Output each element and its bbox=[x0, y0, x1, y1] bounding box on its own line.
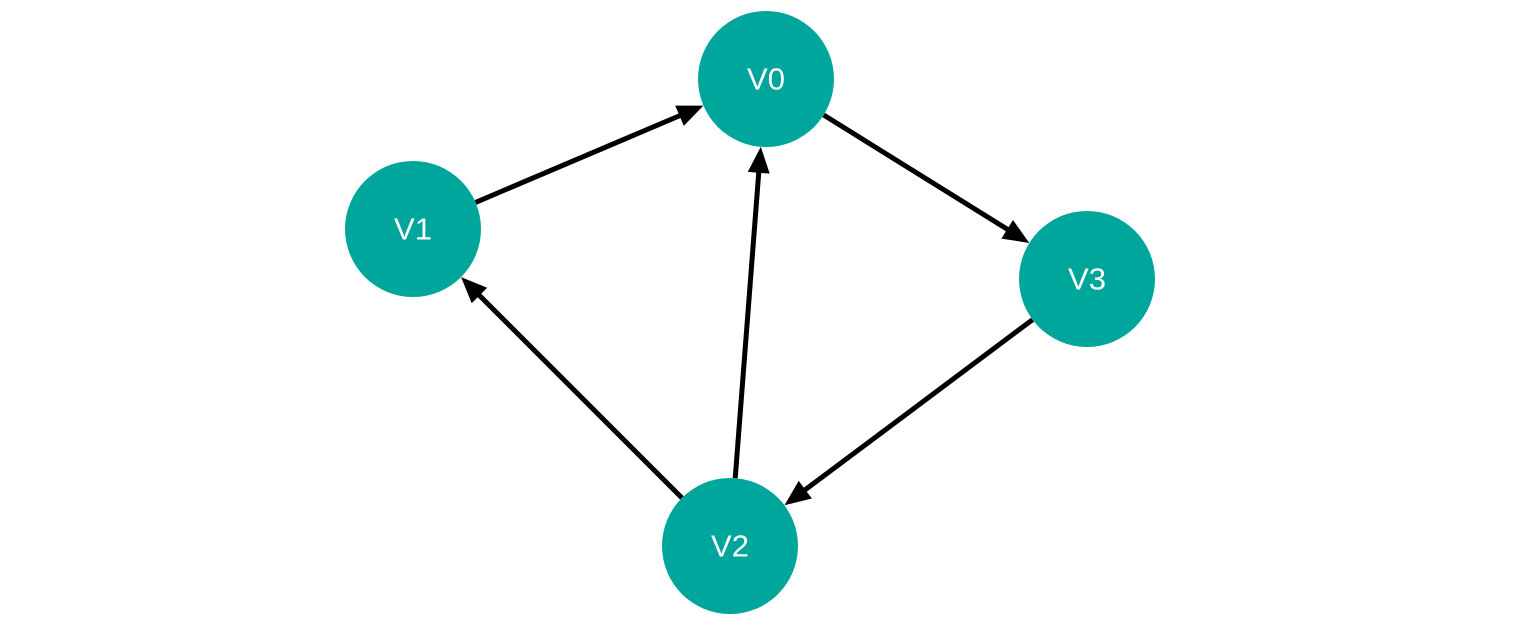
node-label: V2 bbox=[711, 529, 749, 564]
node-circle bbox=[662, 478, 798, 614]
edge-v2-to-v0 bbox=[732, 146, 770, 479]
edge-v3-to-v2 bbox=[784, 317, 1034, 506]
edge-line bbox=[732, 170, 762, 479]
node-v1: V1 bbox=[345, 161, 481, 297]
edge-v1-to-v0 bbox=[474, 105, 704, 205]
node-v2: V2 bbox=[662, 478, 798, 614]
edge-line bbox=[474, 112, 683, 205]
node-circle bbox=[345, 161, 481, 297]
node-label: V1 bbox=[394, 212, 432, 247]
edge-line bbox=[476, 292, 684, 500]
arrowhead-icon bbox=[747, 146, 770, 174]
edges-layer bbox=[461, 105, 1034, 506]
arrowhead-icon bbox=[784, 480, 812, 506]
arrowhead-icon bbox=[461, 277, 488, 304]
node-circle bbox=[698, 11, 834, 147]
node-label: V0 bbox=[747, 62, 785, 97]
arrowhead-icon bbox=[1001, 220, 1030, 243]
node-v3: V3 bbox=[1019, 211, 1155, 347]
edge-line bbox=[802, 317, 1034, 493]
arrowhead-icon bbox=[675, 105, 704, 126]
edge-line bbox=[822, 112, 1011, 233]
node-v0: V0 bbox=[698, 11, 834, 147]
node-circle bbox=[1019, 211, 1155, 347]
node-label: V3 bbox=[1068, 262, 1106, 297]
edge-v2-to-v1 bbox=[461, 277, 684, 500]
edge-v0-to-v3 bbox=[822, 112, 1030, 243]
